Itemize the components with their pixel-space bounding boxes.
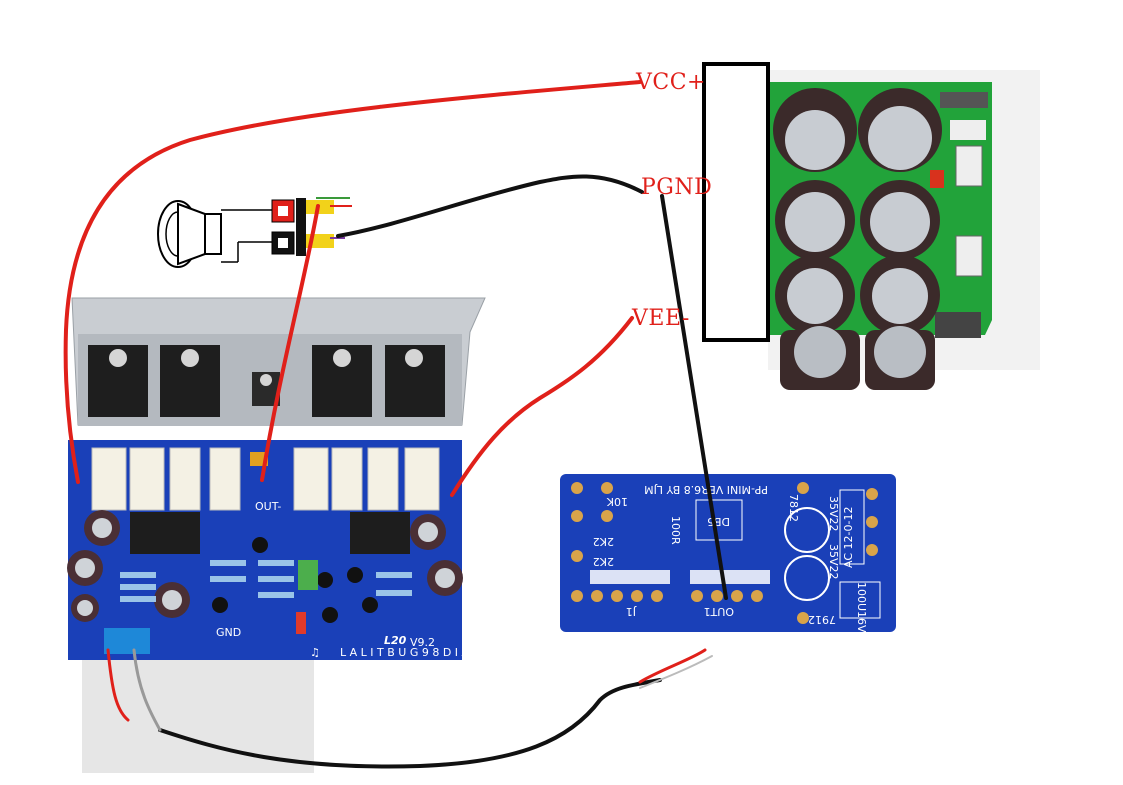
amp-gnd-label: GND bbox=[216, 626, 241, 639]
preamp-cap3-label: 100U16V bbox=[855, 582, 868, 633]
wires bbox=[63, 80, 728, 769]
vee-label: VEE- bbox=[632, 306, 690, 331]
preamp-10k-label: 10K bbox=[606, 495, 628, 508]
preamp-pcb bbox=[560, 474, 896, 632]
wire-pgnd bbox=[336, 174, 644, 238]
emitter-resistors bbox=[91, 447, 440, 511]
preamp-out1-label: OUT1 bbox=[704, 605, 734, 618]
wire-input-shield bbox=[132, 648, 162, 732]
preamp-cap1-label: 35V22 bbox=[827, 496, 840, 532]
wire-input-black bbox=[158, 678, 662, 769]
amp-version-label: V9.2 bbox=[410, 636, 435, 649]
filter-capacitors bbox=[773, 88, 942, 390]
amplifier-board: L20 V9.2 OUT- GND L A L I T B U G 9 8 D … bbox=[67, 297, 522, 660]
preamp-2k2b-label: 2K2 bbox=[593, 555, 614, 568]
preamp-7912-label: 7912 bbox=[808, 613, 836, 626]
amp-model-label: L20 bbox=[384, 634, 407, 647]
photo-background bbox=[82, 655, 314, 773]
preamp-100r-label: 100R bbox=[669, 516, 682, 545]
music-note-icon: ♫ bbox=[310, 646, 320, 659]
wire-input-shield2 bbox=[639, 655, 713, 689]
wire-speaker-plus bbox=[260, 204, 320, 482]
terminal-block bbox=[702, 62, 770, 342]
wire-vcc bbox=[63, 80, 642, 484]
preamp-j1-label: J1 bbox=[626, 605, 637, 618]
preamp-ic-label: DB5 bbox=[707, 515, 730, 528]
amp-url-label: L A L I T B U G 9 8 D I A L . C O M bbox=[340, 646, 522, 659]
power-supply-board bbox=[768, 70, 1040, 390]
preamp-board: PP-MINI VER6.8 BY LJM 10K 2K2 2K2 DB5 10… bbox=[560, 474, 896, 633]
amp-out-label: OUT- bbox=[255, 500, 281, 513]
amp-capacitors bbox=[67, 510, 463, 622]
vcc-label: VCC+ bbox=[636, 70, 706, 95]
preamp-ac-label: AC 12-0-12 bbox=[842, 507, 855, 568]
wire-input-red2 bbox=[638, 648, 707, 684]
preamp-7812-label: 7812 bbox=[787, 494, 800, 522]
wire-pgnd-preamp bbox=[660, 194, 728, 600]
preamp-cap2-label: 35V22 bbox=[827, 544, 840, 580]
preamp-title: PP-MINI VER6.8 BY LJM bbox=[644, 483, 768, 496]
pgnd-label: PGND bbox=[641, 175, 713, 200]
wire-input-red bbox=[106, 648, 130, 722]
power-transistors bbox=[88, 345, 445, 417]
preamp-2k2a-label: 2K2 bbox=[593, 535, 614, 548]
input-terminal bbox=[104, 628, 150, 654]
wire-vee bbox=[450, 316, 634, 497]
speaker-icon bbox=[157, 197, 352, 268]
